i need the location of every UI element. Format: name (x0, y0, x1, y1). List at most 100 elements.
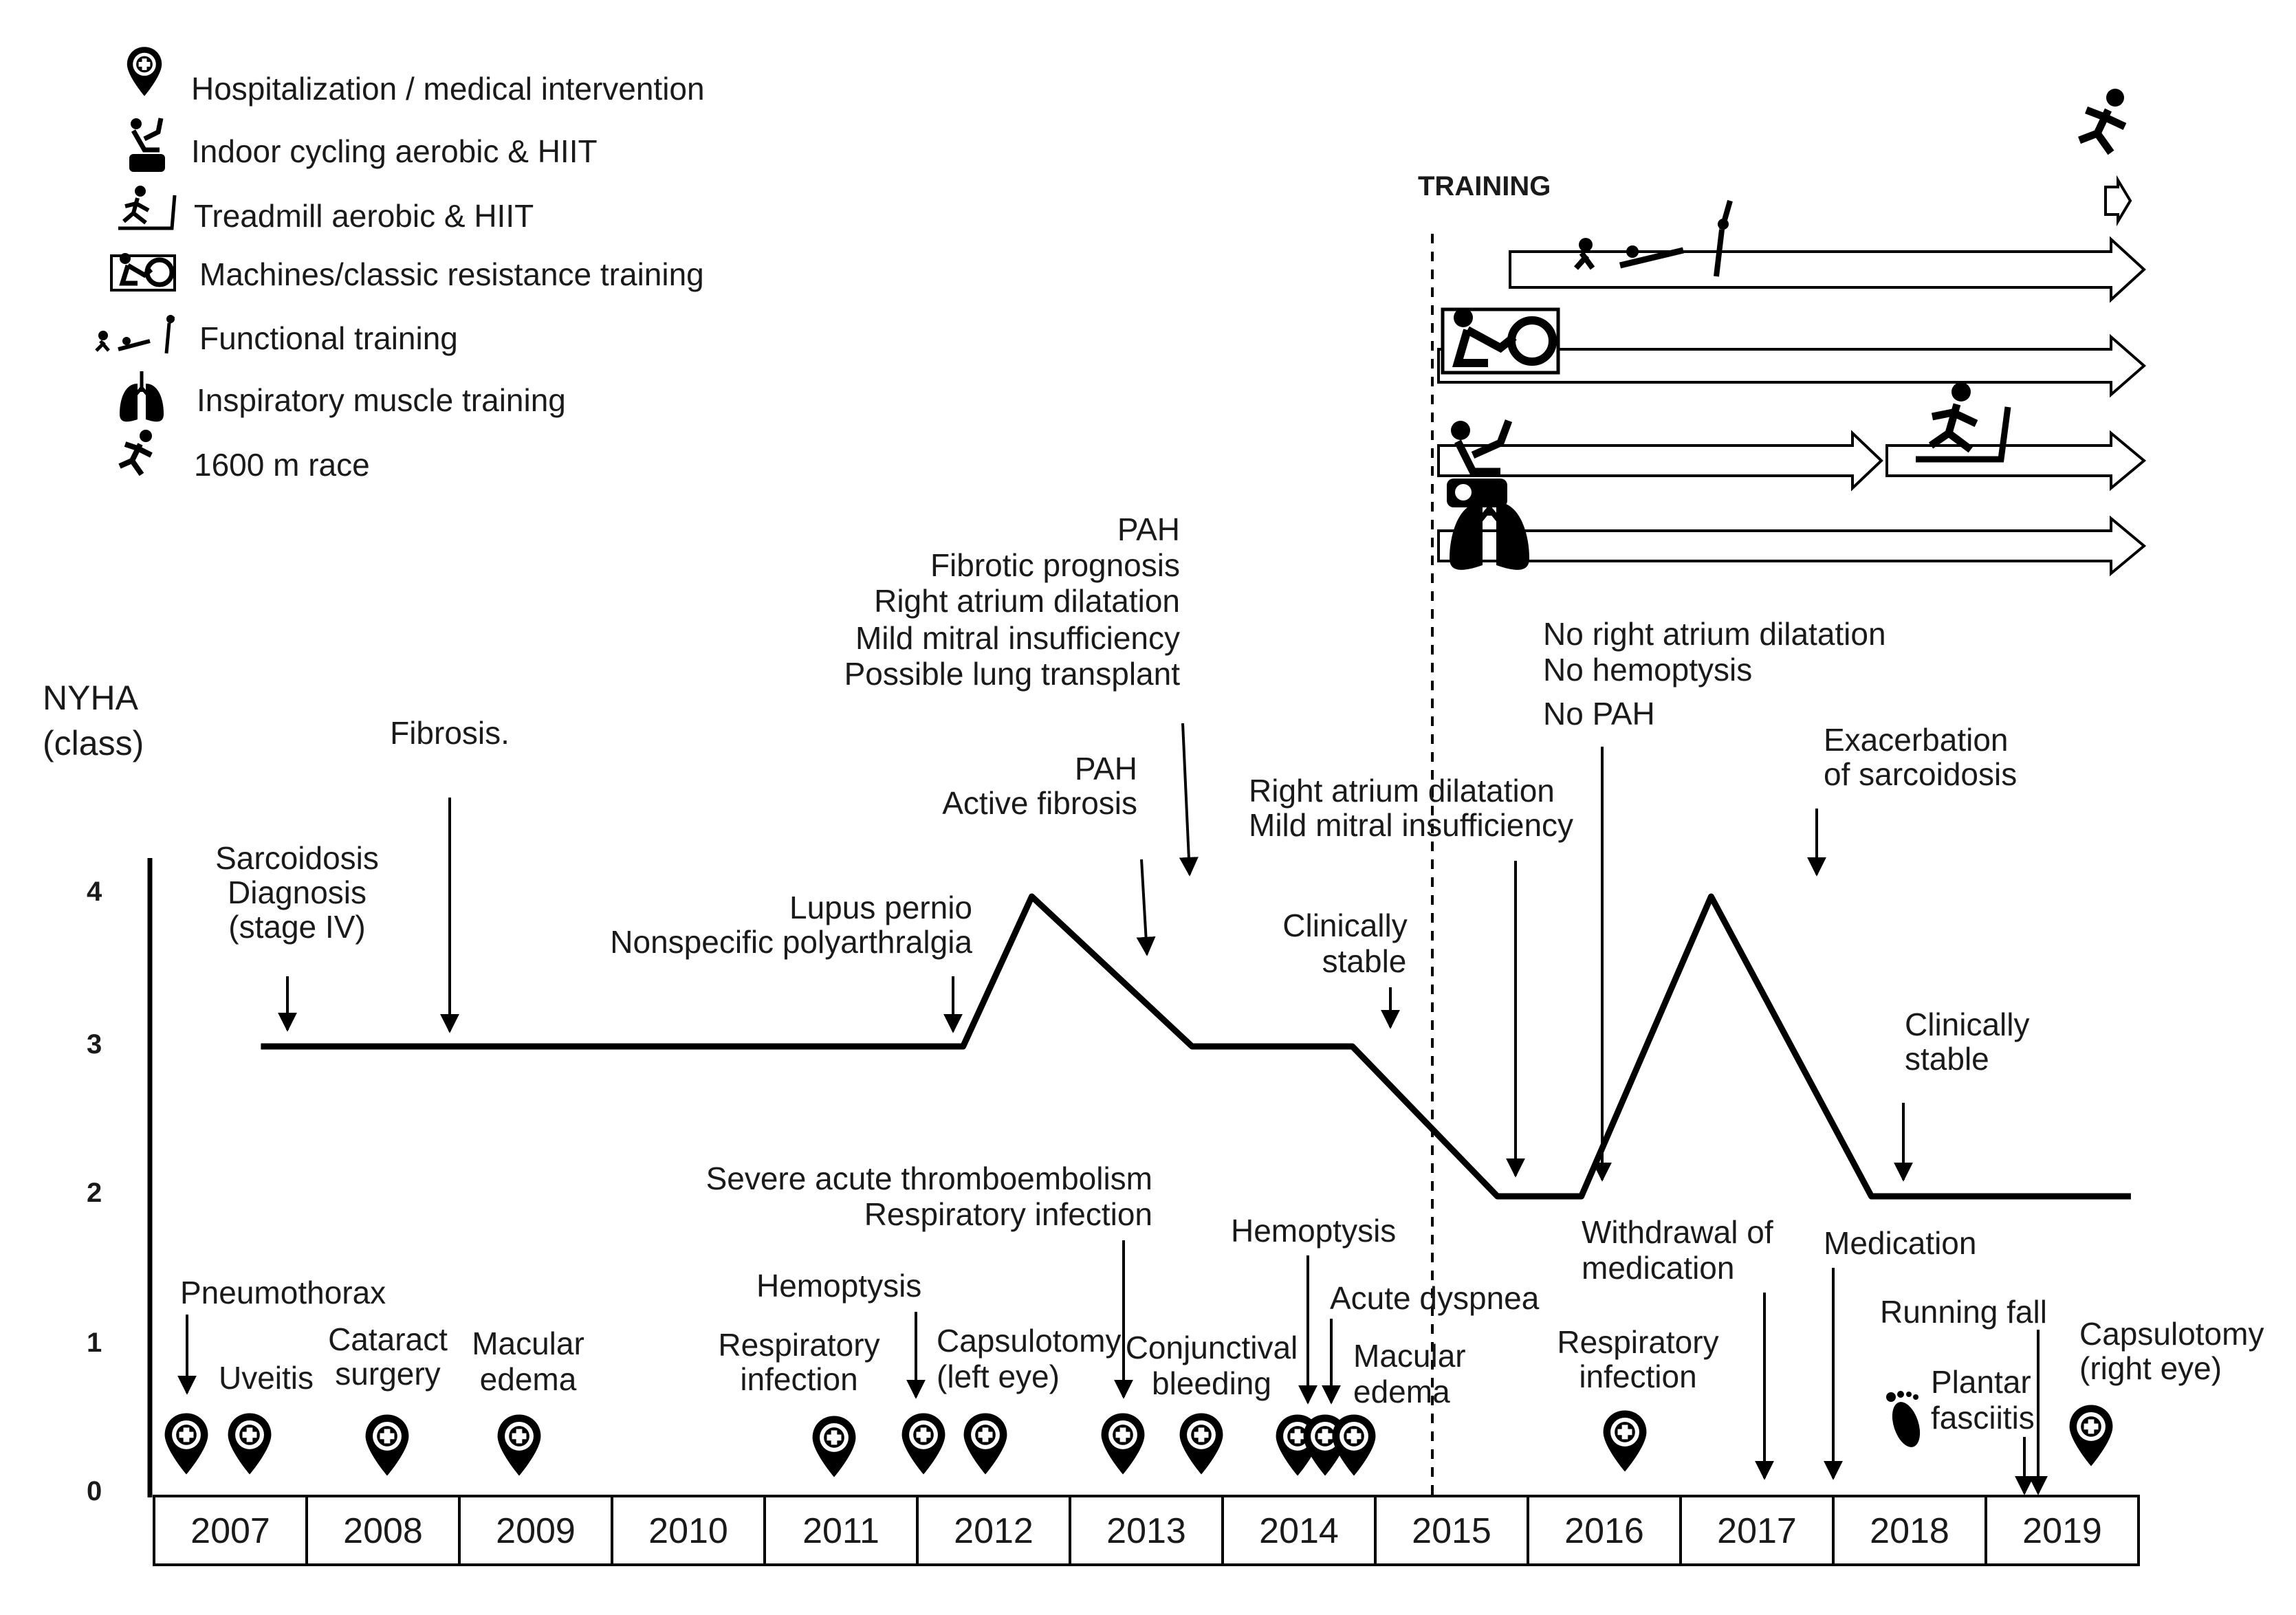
hospital-pin-icon (1101, 1413, 1145, 1475)
label-resp-2016-1: Respiratory (1557, 1324, 1718, 1360)
annotation-arrow (1179, 723, 1199, 877)
race-runner-icon (2078, 89, 2127, 155)
annotation-sarcoidosis: Sarcoidosis Diagnosis (stage IV) (215, 840, 379, 1032)
label-resp-2011-2: infection (740, 1361, 857, 1397)
functional-training-arrow-icon (1574, 199, 1733, 277)
treadmill-arrow (1885, 430, 2147, 492)
annotation-pah-peak: PAH Fibrotic prognosis Right atrium dila… (844, 512, 1199, 877)
annotation-exacerbation: Exacerbation of sarcoidosis (1807, 722, 2017, 877)
annotation-text: Exacerbation (1824, 722, 2009, 758)
annotation-text: PAH (1075, 751, 1137, 787)
annotation-text: Clinically (1905, 1007, 2029, 1042)
hospital-pin-icon (1603, 1410, 1647, 1472)
annotation-text: Mild mitral insufficiency (1249, 807, 1573, 843)
annotation-stable-2018: Clinically stable (1894, 1007, 2029, 1182)
hospital-pin-icon (901, 1413, 945, 1475)
label-medication: Medication (1824, 1225, 1976, 1261)
hospital-pin-icon (812, 1416, 856, 1477)
indoor-cycling-icon (129, 118, 165, 172)
annotation-text: Fibrotic prognosis (930, 547, 1180, 583)
year-label: 2014 (1259, 1511, 1339, 1551)
annotation-text: (stage IV) (228, 909, 365, 945)
hospital-pin-icon (228, 1413, 272, 1475)
race-arrow (2104, 175, 2132, 227)
annotation-text: of sarcoidosis (1824, 756, 2017, 792)
annotation-fibrosis: Fibrosis. (390, 715, 510, 1033)
annotation-stable-2014: Clinically stable (1282, 908, 1408, 1029)
hospital-pin-icon (497, 1414, 541, 1476)
footprint-icon (1886, 1391, 1921, 1447)
legend-label-inspiratory: Inspiratory muscle training (197, 382, 566, 418)
year-label: 2015 (1412, 1511, 1491, 1551)
functional-training-icon (95, 315, 175, 354)
annotation-no-pah: No right atrium dilatation No hemoptysis… (1543, 616, 1886, 1182)
hospitalization-markers (164, 1405, 2113, 1477)
label-resp-2011-1: Respiratory (718, 1327, 879, 1363)
label-macular-2014-2: edema (1353, 1374, 1450, 1409)
annotation-text: No right atrium dilatation (1543, 616, 1886, 652)
label-conjunctival-1: Conjunctival (1126, 1330, 1298, 1365)
legend-label-treadmill: Treadmill aerobic & HIIT (194, 198, 534, 234)
inspiratory-arrow (1437, 515, 2147, 577)
resistance-training-arrow (1437, 333, 2147, 398)
runner-icon (118, 430, 153, 476)
training-label: TRAINING (1418, 171, 1551, 201)
annotation-text: Mild mitral insufficiency (855, 620, 1180, 656)
y-tick-1: 1 (87, 1328, 102, 1358)
y-tick-0: 0 (87, 1476, 102, 1506)
label-hemoptysis-2011: Hemoptysis (756, 1268, 921, 1304)
label-plantar-2: fasciitis (1931, 1400, 2035, 1436)
year-label: 2019 (2022, 1511, 2102, 1551)
annotation-text: Diagnosis (228, 875, 367, 910)
label-macular-2009-1: Macular (472, 1326, 584, 1361)
y-axis-title-line2: (class) (43, 724, 144, 762)
label-cataract-2: surgery (335, 1356, 440, 1392)
label-pneumothorax: Pneumothorax (180, 1275, 386, 1310)
training-section: TRAINING (1418, 89, 2147, 1499)
label-capsulotomy-right-1: Capsulotomy (2079, 1316, 2264, 1352)
hospital-pin-icon (127, 47, 162, 96)
legend-label-indoor-cycling: Indoor cycling aerobic & HIIT (191, 133, 598, 169)
annotation-text: Sarcoidosis (215, 840, 379, 876)
label-conjunctival-2: bleeding (1152, 1365, 1271, 1401)
treadmill-arrow-icon (1916, 382, 2011, 463)
y-tick-2: 2 (87, 1178, 102, 1208)
year-label: 2017 (1717, 1511, 1797, 1551)
annotation-text: Nonspecific polyarthralgia (610, 924, 972, 960)
hospital-pin-icon (365, 1414, 409, 1476)
label-withdrawal-1: Withdrawal of (1582, 1214, 1773, 1250)
legend-label-functional: Functional training (199, 320, 458, 356)
annotation-text: Fibrosis. (390, 715, 510, 751)
year-label: 2007 (190, 1511, 270, 1551)
upper-annotations: Sarcoidosis Diagnosis (stage IV) Fibrosi… (215, 512, 2029, 1182)
label-withdrawal-2: medication (1582, 1250, 1734, 1286)
annotation-text: PAH (1117, 512, 1180, 547)
annotation-text: stable (1322, 943, 1407, 979)
legend-label-hospitalization: Hospitalization / medical intervention (191, 71, 705, 107)
lungs-arrow-icon (1450, 481, 1529, 570)
annotation-text: Active fibrosis (942, 785, 1137, 821)
year-label: 2013 (1106, 1511, 1186, 1551)
nyha-class-line (261, 893, 2131, 1200)
label-cataract-1: Cataract (328, 1321, 448, 1357)
label-thrombo-1: Severe acute thromboembolism (706, 1161, 1152, 1196)
y-axis-title-line1: NYHA (43, 679, 139, 717)
resistance-machine-arrow-icon (1441, 307, 1560, 375)
annotation-pah-active: PAH Active fibrosis (942, 751, 1156, 956)
y-tick-3: 3 (87, 1029, 102, 1059)
annotation-arrow (1136, 859, 1156, 956)
y-axis: NYHA (class) 4 3 2 1 0 (43, 679, 153, 1506)
functional-training-arrow (1509, 236, 2146, 303)
year-label: 2018 (1870, 1511, 1949, 1551)
lungs-icon (120, 371, 164, 422)
label-capsulotomy-left-1: Capsulotomy (937, 1323, 1121, 1359)
label-capsulotomy-right-2: (right eye) (2079, 1350, 2222, 1386)
y-tick-4: 4 (87, 877, 102, 907)
label-thrombo-2: Respiratory infection (864, 1196, 1152, 1232)
cycling-arrow (1437, 430, 1883, 492)
legend-label-race: 1600 m race (194, 447, 370, 483)
annotation-text: No hemoptysis (1543, 652, 1752, 688)
annotation-right-atrium: Right atrium dilatation Mild mitral insu… (1249, 773, 1573, 1178)
hospital-pin-icon (1179, 1413, 1223, 1475)
